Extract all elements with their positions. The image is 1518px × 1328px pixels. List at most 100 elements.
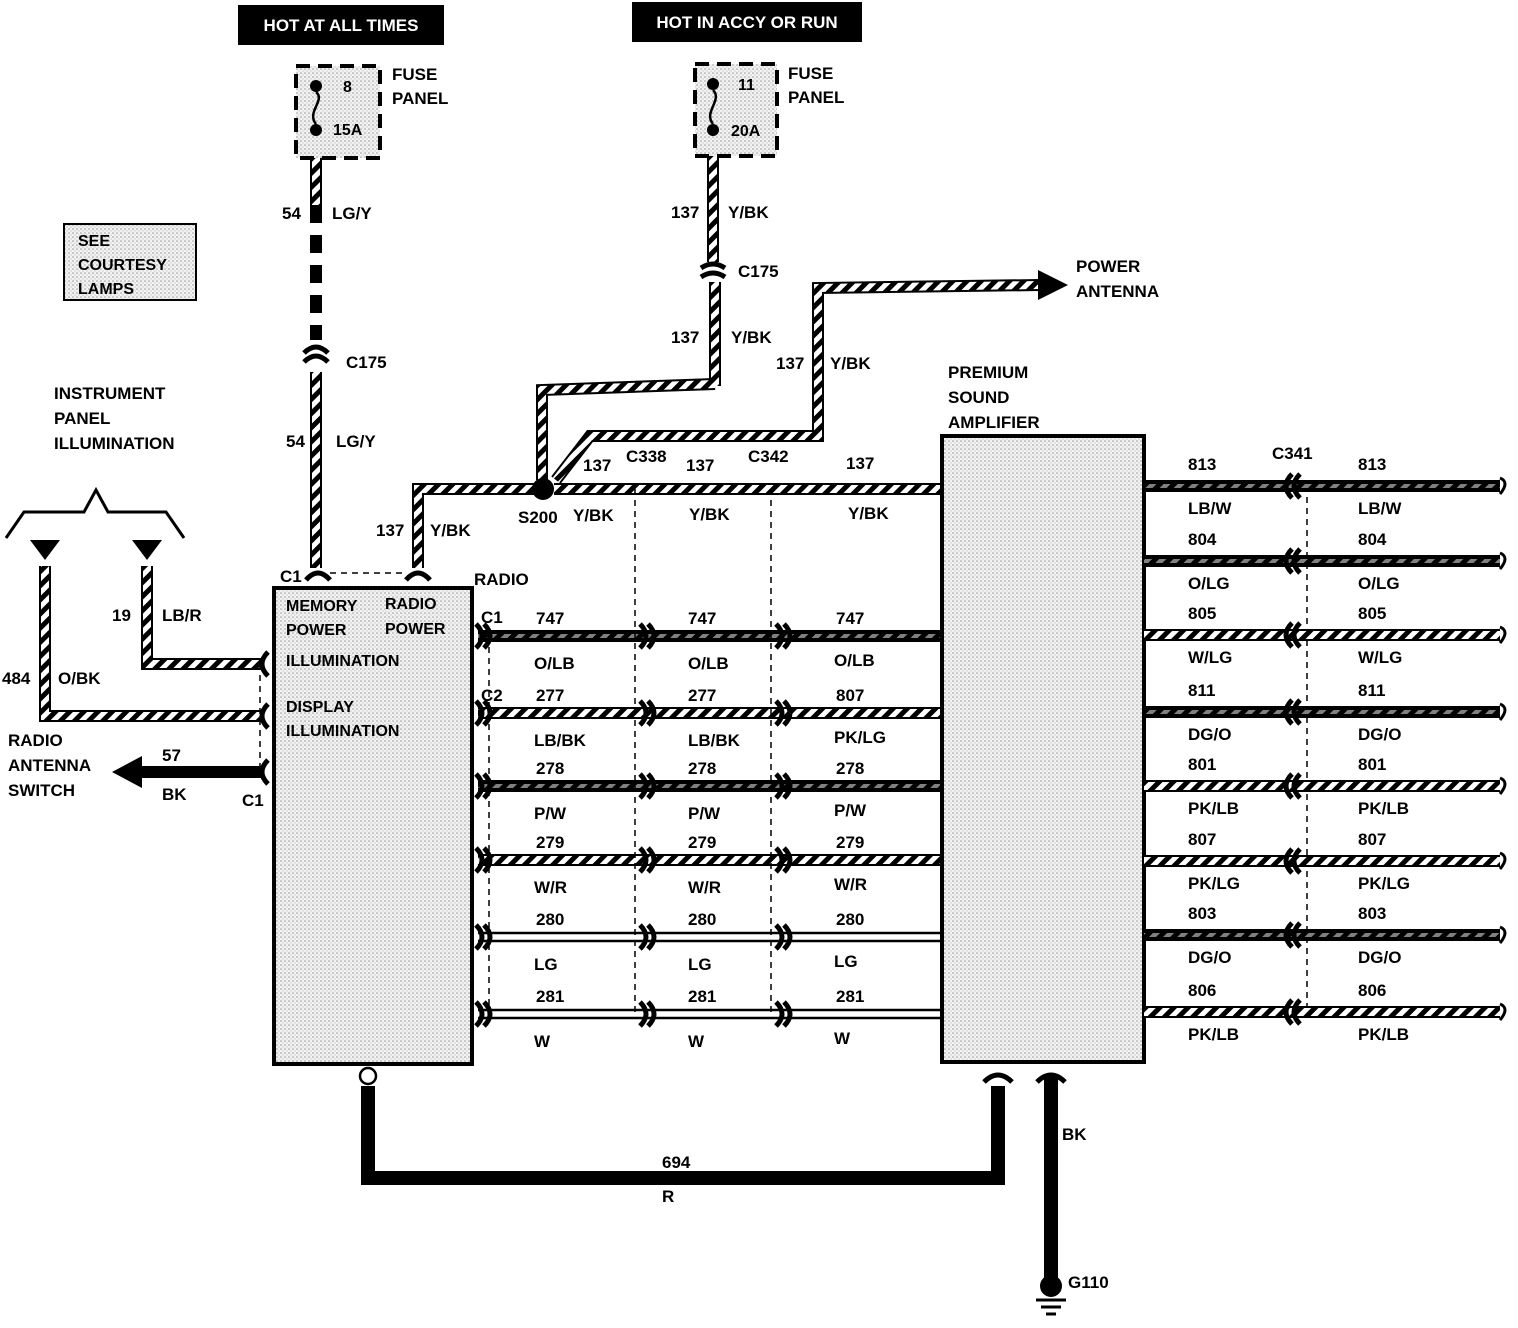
wire-color-label: W/R	[688, 878, 721, 897]
speaker-wire-group: 813LB/W813LB/W804O/LG804O/LG805W/LG805W/…	[1144, 455, 1507, 1044]
svg-text:137: 137	[686, 456, 714, 475]
see-courtesy-lamps-box: SEE COURTESY LAMPS	[63, 223, 197, 301]
svg-text:PREMIUM: PREMIUM	[948, 363, 1028, 382]
radio-unit: RADIO C1 MEMORY POWER RADIO POWER ILLUMI…	[272, 567, 529, 1086]
radio-antenna-switch-label: RADIO ANTENNA SWITCH	[8, 731, 91, 800]
svg-text:POWER: POWER	[286, 622, 347, 639]
svg-text:ILLUMINATION: ILLUMINATION	[54, 434, 175, 453]
premium-sound-amplifier: PREMIUM SOUND AMPLIFIER	[940, 363, 1146, 1064]
svg-text:Y/BK: Y/BK	[731, 328, 772, 347]
svg-text:LG/Y: LG/Y	[332, 204, 372, 223]
svg-text:RADIO: RADIO	[385, 596, 437, 613]
svg-text:LB/R: LB/R	[162, 606, 202, 625]
svg-text:Y/BK: Y/BK	[689, 505, 730, 524]
wire-number-label: 801	[1188, 755, 1216, 774]
svg-text:COURTESY: COURTESY	[78, 257, 167, 274]
svg-text:57: 57	[162, 746, 181, 765]
svg-text:FUSE: FUSE	[392, 65, 437, 84]
svg-text:PANEL: PANEL	[54, 409, 110, 428]
wire-color-label: LB/W	[1188, 499, 1232, 518]
wire-color-label: PK/LB	[1358, 799, 1409, 818]
wire-color-label: DG/O	[1188, 725, 1231, 744]
connector-c175-left: C175	[302, 344, 387, 372]
wire-number-label: 807	[1358, 830, 1386, 849]
wire-color-label: O/LB	[534, 654, 575, 673]
wire-number-label: 803	[1358, 904, 1386, 923]
svg-text:54: 54	[286, 432, 305, 451]
wire-484: 484 O/BK	[2, 566, 262, 722]
svg-text:137: 137	[776, 354, 804, 373]
svg-text:DISPLAY: DISPLAY	[286, 699, 354, 716]
wire-54: 54 LG/Y 54 LG/Y	[282, 158, 376, 568]
wire-number-label: 811	[1358, 681, 1385, 700]
wire-color-label: LB/BK	[688, 731, 741, 750]
svg-text:54: 54	[282, 204, 301, 223]
svg-text:11: 11	[738, 77, 755, 94]
svg-text:MEMORY: MEMORY	[286, 598, 358, 615]
wire-color-label: P/W	[834, 801, 867, 820]
svg-text:G110: G110	[1068, 1273, 1109, 1292]
connector-dash-lines	[488, 486, 1308, 1014]
svg-text:AMPLIFIER: AMPLIFIER	[948, 413, 1040, 432]
svg-text:SEE: SEE	[78, 233, 110, 250]
svg-text:FUSE: FUSE	[788, 64, 833, 83]
speaker-lead-icon	[1498, 851, 1507, 870]
splice-s200: S200 Y/BK 137	[518, 456, 614, 527]
svg-text:LAMPS: LAMPS	[78, 281, 134, 298]
wire-color-label: DG/O	[1188, 948, 1231, 967]
wire-number-label: 280	[836, 910, 864, 929]
wire-number-label: 277	[536, 686, 564, 705]
wire-color-label: O/LB	[834, 651, 875, 670]
svg-text:C338: C338	[626, 447, 667, 466]
svg-text:BK: BK	[162, 785, 187, 804]
wire-color-label: W/R	[834, 875, 867, 894]
radio-amp-wire-group: 747O/LB747O/LB747O/LB277LB/BK277LB/BK807…	[474, 609, 942, 1051]
wire-number-label: 806	[1358, 981, 1386, 1000]
svg-text:S200: S200	[518, 508, 558, 527]
svg-text:HOT IN ACCY OR RUN: HOT IN ACCY OR RUN	[656, 13, 837, 32]
svg-text:C342: C342	[748, 447, 789, 466]
wire-color-label: P/W	[688, 804, 721, 823]
speaker-lead-icon	[1498, 1002, 1507, 1021]
speaker-lead-icon	[1498, 625, 1507, 644]
power-antenna-label: POWER ANTENNA	[1076, 257, 1159, 301]
svg-text:137: 137	[583, 456, 611, 475]
svg-text:137: 137	[671, 328, 699, 347]
wire-color-label: LG	[834, 952, 858, 971]
wire-number-label: 804	[1358, 530, 1387, 549]
wire-number-label: 278	[836, 759, 864, 778]
wire-number-label: 280	[688, 910, 716, 929]
svg-text:137: 137	[846, 454, 874, 473]
wire-number-label: 804	[1188, 530, 1217, 549]
wire-color-label: O/LB	[688, 654, 729, 673]
wire-color-label: W/LG	[1358, 648, 1402, 667]
ground-icon	[1040, 1275, 1062, 1297]
wire-137-power-antenna: 137 Y/BK	[551, 270, 1068, 484]
wire-color-label: O/LG	[1188, 574, 1230, 593]
wire-color-label: LB/W	[1358, 499, 1402, 518]
svg-text:PANEL: PANEL	[392, 89, 448, 108]
wire-number-label: 281	[536, 987, 564, 1006]
wire-color-label: DG/O	[1358, 725, 1401, 744]
svg-text:Y/BK: Y/BK	[830, 354, 871, 373]
wire-number-label: 813	[1358, 455, 1386, 474]
wire-number-label: 807	[1188, 830, 1216, 849]
svg-text:SWITCH: SWITCH	[8, 781, 75, 800]
svg-text:8: 8	[343, 79, 352, 96]
svg-text:20A: 20A	[731, 123, 761, 140]
wire-color-label: W	[688, 1032, 705, 1051]
svg-text:Y/BK: Y/BK	[848, 504, 889, 523]
svg-text:C1: C1	[280, 567, 302, 586]
wire-color-label: O/LG	[1358, 574, 1400, 593]
wire-number-label: 747	[536, 609, 564, 628]
wire-number-label: 277	[688, 686, 716, 705]
